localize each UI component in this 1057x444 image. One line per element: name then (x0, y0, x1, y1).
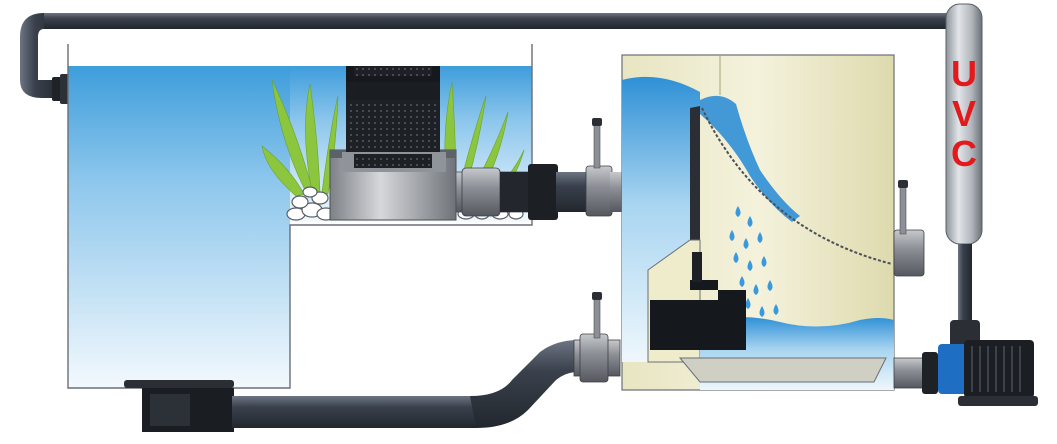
external-pump (893, 320, 1038, 406)
water-droplets (729, 206, 779, 317)
skimmer (329, 66, 457, 221)
filter-chamber (621, 54, 895, 391)
bottom-drain (124, 380, 234, 432)
bottom-drain-pipe (232, 292, 621, 428)
uvc-label-c: C (951, 133, 977, 174)
uvc-label-u: U (951, 53, 977, 94)
sieve-screen (701, 107, 893, 265)
submersible-pump (650, 252, 746, 350)
chamber-side-fitting (893, 180, 925, 277)
uvc-label-v: V (952, 93, 976, 134)
uvc-clarifier: U V C (945, 3, 983, 322)
skimmer-outlet-pipe (455, 118, 624, 220)
